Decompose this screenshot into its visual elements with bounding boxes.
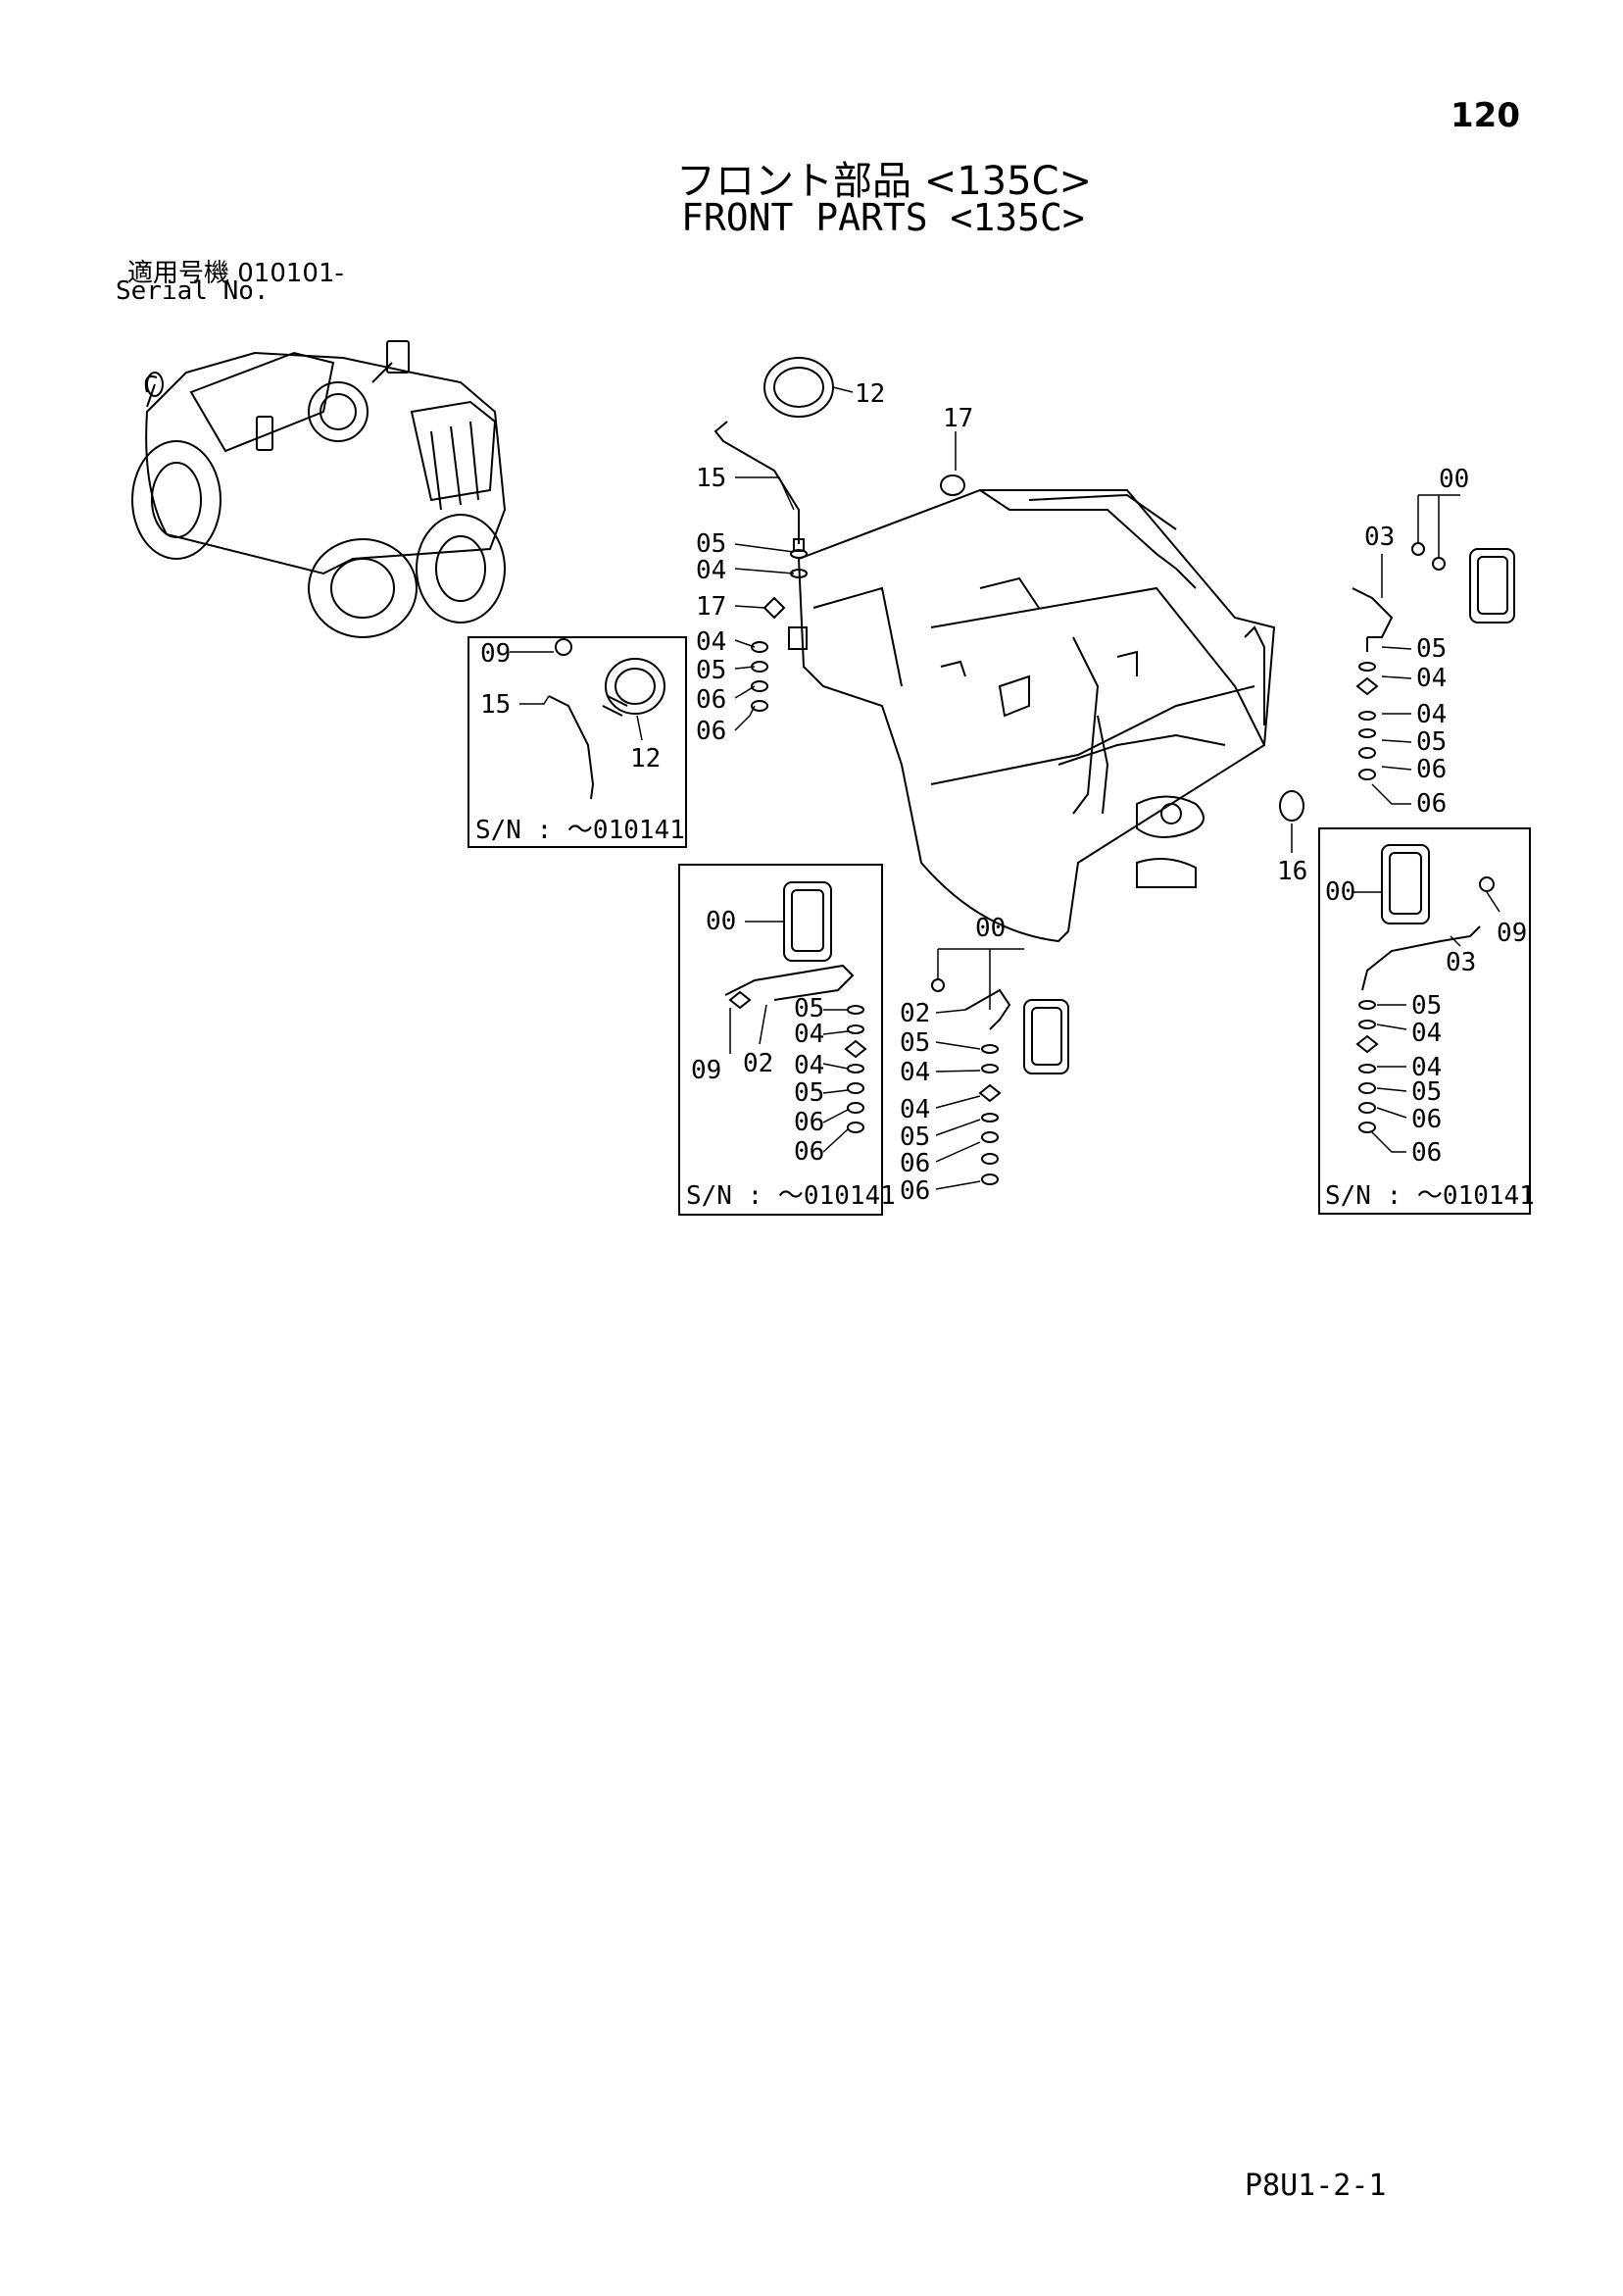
- callout-00-inset-c: 00: [1325, 877, 1355, 907]
- callout-03-right: 03: [1364, 523, 1395, 552]
- inset-a-serial-range: S/N : ～010141: [475, 816, 685, 845]
- callout-05-inset-c-b: 05: [1411, 1077, 1442, 1107]
- callout-17-top: 17: [943, 404, 973, 433]
- inset-c-mirror-illustration: [1355, 844, 1495, 1133]
- callout-00-inset-b: 00: [706, 907, 736, 936]
- callout-09-inset-c: 09: [1497, 919, 1527, 948]
- callout-04-main: 04: [696, 556, 726, 585]
- page-title-english: FRONT PARTS <135C>: [681, 196, 1085, 239]
- inset-b-mirror-illustration: [724, 881, 867, 1133]
- center-mirror-assembly: [931, 978, 1069, 1185]
- serial-label-english: Serial No.: [116, 276, 270, 306]
- callout-06-main-b: 06: [696, 717, 726, 746]
- callout-05-inset-b-b: 05: [794, 1078, 824, 1108]
- callout-09-inset-a: 09: [480, 639, 511, 669]
- callout-04-center-a: 04: [900, 1058, 930, 1087]
- callout-15-inset-a: 15: [480, 690, 511, 720]
- callout-12-main: 12: [855, 379, 885, 409]
- front-frame-illustration: [797, 489, 1276, 943]
- page-number: 120: [1451, 96, 1520, 135]
- callout-15-main: 15: [696, 464, 726, 493]
- callout-05-inset-c-a: 05: [1411, 991, 1442, 1021]
- inset-a-mirror-illustration: [548, 638, 665, 800]
- callout-16-main: 16: [1277, 857, 1307, 886]
- callout-05-main-b: 05: [696, 656, 726, 685]
- machine-overview-illustration: [131, 340, 507, 638]
- callout-04-right-b: 04: [1416, 700, 1447, 729]
- callout-04-inset-b-b: 04: [794, 1051, 824, 1080]
- callout-05-center-a: 05: [900, 1028, 930, 1058]
- callout-05-right-b: 05: [1416, 727, 1447, 757]
- callout-02-inset-b: 02: [743, 1049, 773, 1078]
- callout-17-left: 17: [696, 592, 726, 622]
- callout-05-right-a: 05: [1416, 634, 1447, 664]
- inset-c-serial-range: S/N : ～010141: [1325, 1181, 1535, 1211]
- callout-00-center: 00: [975, 914, 1006, 943]
- callout-04-inset-c-a: 04: [1411, 1019, 1442, 1048]
- callout-06-inset-b-b: 06: [794, 1137, 824, 1167]
- right-mirror-assembly: [1352, 542, 1515, 780]
- callout-04-inset-b-a: 04: [794, 1020, 824, 1049]
- callout-12-inset-a: 12: [630, 744, 661, 774]
- callout-05-center-b: 05: [900, 1123, 930, 1152]
- callout-02-center: 02: [900, 999, 930, 1028]
- callout-03-inset-c: 03: [1446, 948, 1476, 977]
- inset-b-serial-range: S/N : ～010141: [686, 1181, 896, 1211]
- inset-box-b: [678, 864, 883, 1216]
- callout-05-inset-b-a: 05: [794, 994, 824, 1023]
- page-title-japanese: フロント部品 <135C>: [676, 159, 1093, 204]
- leader-lines: [510, 386, 1500, 1190]
- callout-04-right-a: 04: [1416, 664, 1447, 693]
- callout-06-inset-c-b: 06: [1411, 1138, 1442, 1168]
- inset-box-a: [467, 636, 687, 848]
- callout-04-center-b: 04: [900, 1095, 930, 1124]
- callout-06-center-a: 06: [900, 1149, 930, 1178]
- callout-labels: 12 17 15 05 04 17 04 05 06 06 16 00 03 0…: [475, 379, 1535, 1211]
- callout-00-right: 00: [1439, 465, 1469, 494]
- main-mirror-top: [713, 357, 1304, 822]
- callout-06-inset-b-a: 06: [794, 1108, 824, 1137]
- callout-06-right-b: 06: [1416, 789, 1447, 819]
- callout-09-inset-b: 09: [691, 1056, 721, 1085]
- callout-06-inset-c-a: 06: [1411, 1105, 1442, 1134]
- inset-box-c: [1318, 827, 1531, 1215]
- footer-code: P8U1-2-1: [1245, 2169, 1387, 2203]
- callout-06-main-a: 06: [696, 685, 726, 715]
- callout-05-main: 05: [696, 529, 726, 559]
- callout-04-inset-c-b: 04: [1411, 1053, 1442, 1082]
- callout-06-center-b: 06: [900, 1176, 930, 1206]
- callout-04-main-b: 04: [696, 627, 726, 657]
- serial-label-japanese: 適用号機 010101-: [127, 259, 344, 288]
- callout-06-right-a: 06: [1416, 755, 1447, 784]
